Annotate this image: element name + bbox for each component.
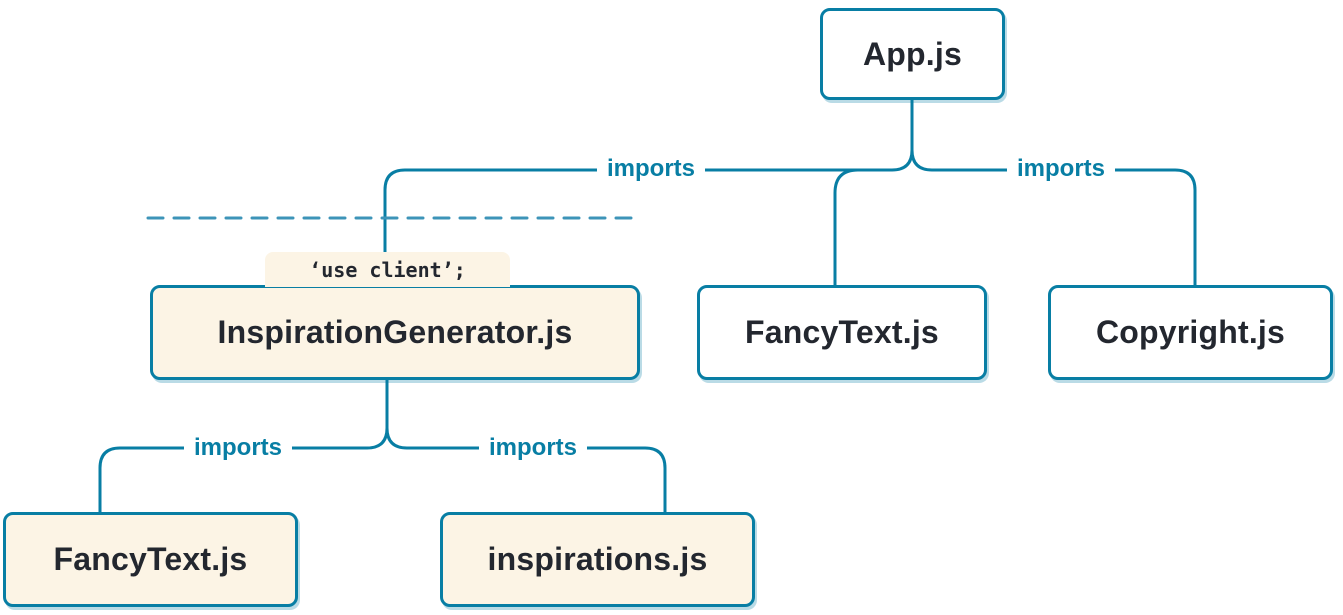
node-copyright: Copyright.js: [1048, 285, 1333, 380]
node-inspiration-generator-label: InspirationGenerator.js: [217, 314, 573, 350]
edge-app-to-copyright: [910, 98, 1197, 287]
node-app-label: App.js: [863, 35, 962, 72]
edge-label-imports-generator-inspirations: imports: [478, 434, 588, 462]
edge-label-imports-app-inspiration-generator: imports: [596, 155, 706, 183]
node-app: App.js: [820, 8, 1005, 100]
node-fancy-text-bottom: FancyText.js: [3, 512, 298, 607]
node-inspirations: inspirations.js: [440, 512, 755, 607]
edge-app-to-fancy-text-top: [833, 168, 860, 287]
edge-label-imports-app-copyright: imports: [1006, 155, 1116, 183]
node-inspiration-generator: InspirationGenerator.js: [150, 285, 640, 380]
node-fancy-text-top: FancyText.js: [697, 285, 987, 380]
node-inspirations-label: inspirations.js: [487, 541, 708, 577]
use-client-directive-text: ‘use client’;: [309, 257, 466, 282]
node-fancy-text-top-label: FancyText.js: [745, 314, 939, 350]
edge-label-imports-generator-fancy-text: imports: [183, 434, 293, 462]
use-client-directive-badge: ‘use client’;: [265, 252, 510, 287]
node-copyright-label: Copyright.js: [1095, 314, 1286, 350]
node-fancy-text-bottom-label: FancyText.js: [53, 541, 248, 577]
